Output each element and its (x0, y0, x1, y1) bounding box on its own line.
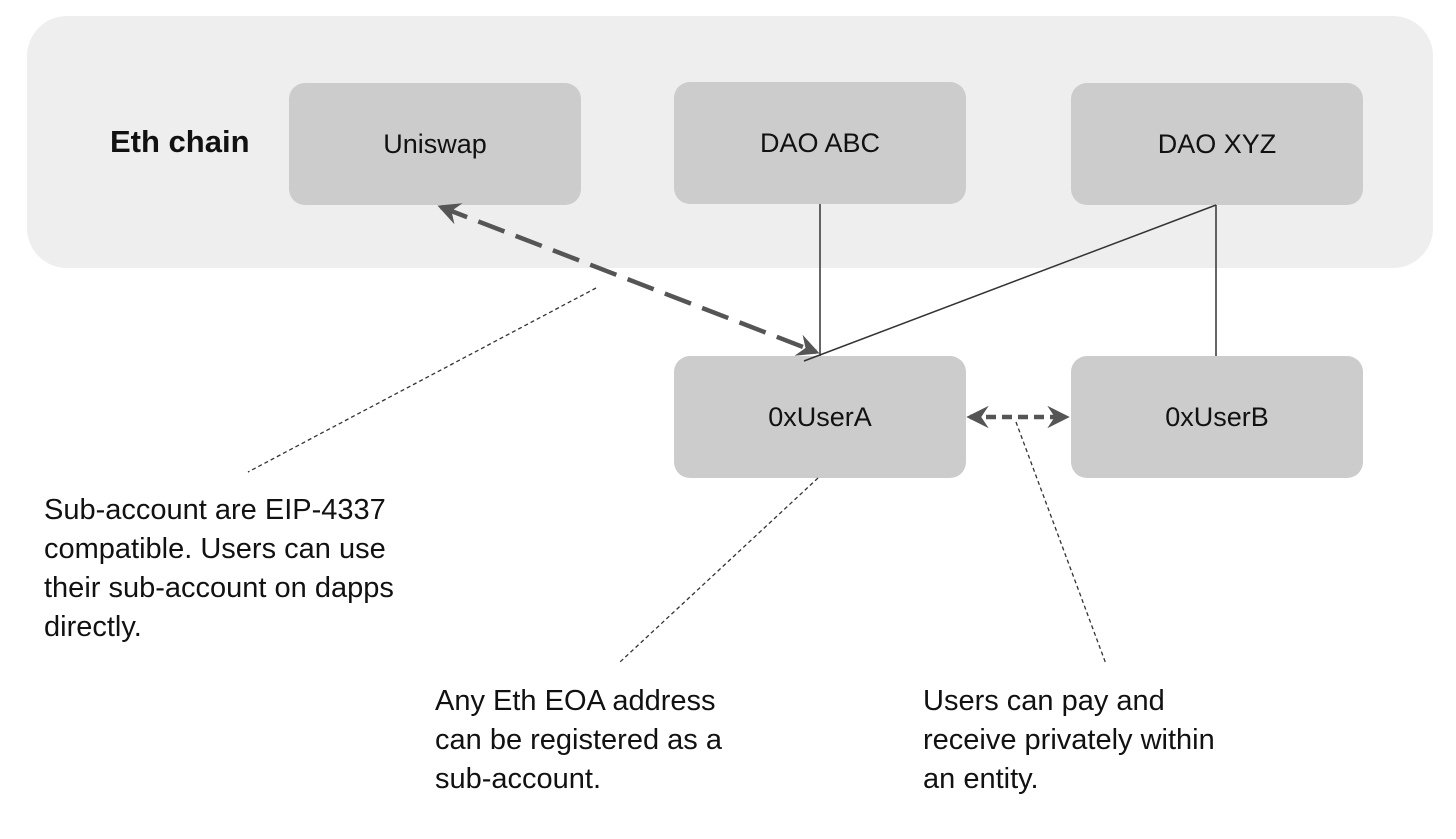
arrow-uniswap-user-a (437, 203, 820, 356)
note-line: an entity. (923, 763, 1039, 795)
node-dao-abc[interactable]: DAO ABC (674, 82, 966, 204)
note-line: their sub-account on dapps (44, 572, 394, 604)
note-line: compatible. Users can use (44, 533, 386, 565)
leader-sub-account (247, 287, 597, 473)
note-line: receive privately within (923, 724, 1215, 756)
node-uniswap[interactable]: Uniswap (289, 83, 581, 205)
note-line: sub-account. (435, 763, 602, 795)
leader-private (1015, 421, 1107, 665)
leader-eoa (619, 477, 819, 663)
node-user-b[interactable]: 0xUserB (1071, 356, 1363, 478)
note-line: Users can pay and (923, 685, 1165, 717)
node-user-a[interactable]: 0xUserA (674, 356, 966, 478)
note-line: can be registered as a (435, 724, 722, 756)
note-line: directly. (44, 611, 142, 643)
node-dao-xyz[interactable]: DAO XYZ (1071, 83, 1363, 205)
link-dao-xyz-user-a (803, 204, 1217, 362)
note-private: Users can pay and receive privately with… (923, 682, 1215, 799)
note-eoa: Any Eth EOA address can be registered as… (435, 682, 722, 799)
note-sub-account: Sub-account are EIP-4337 compatible. Use… (44, 491, 394, 647)
note-line: Any Eth EOA address (435, 685, 716, 717)
eth-chain-label: Eth chain (110, 124, 250, 159)
note-line: Sub-account are EIP-4337 (44, 494, 386, 526)
